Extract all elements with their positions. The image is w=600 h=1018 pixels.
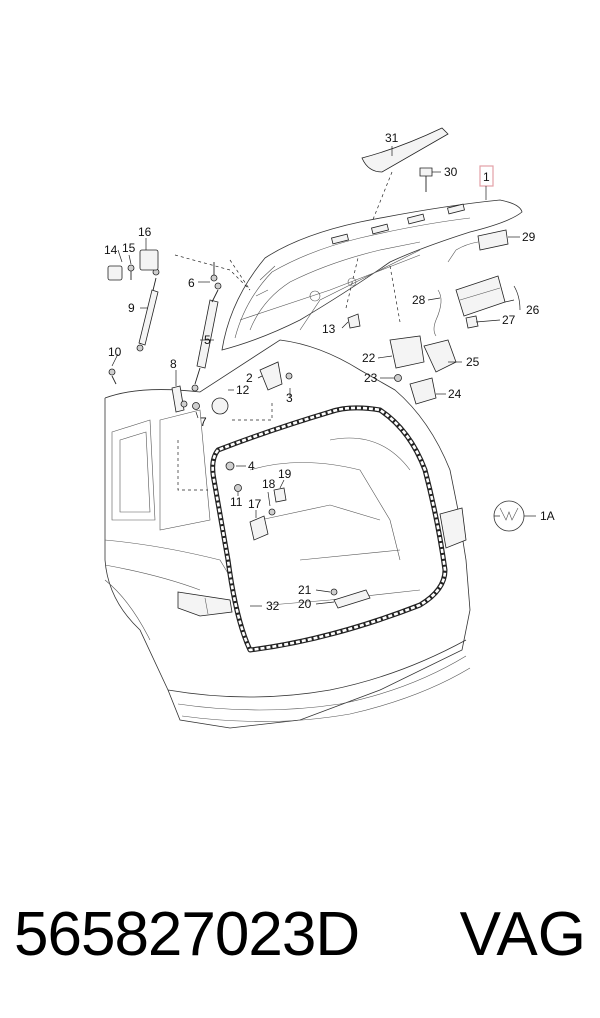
bolt-30 [419,167,433,192]
callout-24: 24 [448,387,462,401]
callout-8: 8 [170,357,177,371]
callout-6: 6 [188,276,195,290]
callout-21: 21 [298,583,312,597]
callout-11: 11 [230,495,243,509]
lock-motor-unit [433,275,506,337]
callout-30: 30 [444,165,458,179]
callout-1a: 1A [540,509,555,523]
brand-name: VAG [459,900,586,969]
callout-4: 4 [248,459,255,473]
grommet-12 [211,397,229,415]
screw-15 [127,264,135,280]
leader-lines [111,146,536,607]
callout-5: 5 [204,333,211,347]
callout-16: 16 [138,225,152,239]
bracket-17 [249,515,269,541]
hinge-2 [259,361,293,391]
callout-1-highlight [479,165,494,187]
callout-9: 9 [128,301,135,315]
callout-14: 14 [104,243,118,257]
striker-20 [330,588,371,609]
callout-19: 19 [278,467,292,481]
callout-13: 13 [322,322,336,336]
buffer-4 [225,461,235,471]
bolt-11 [234,484,242,492]
callout-31: 31 [385,131,399,145]
callout-28: 28 [412,293,426,307]
tailgate-exploded-diagram: 31 30 1 29 28 26 27 13 22 25 23 24 16 14… [104,127,555,729]
gas-strut-left [136,268,160,352]
gas-strut-5 [191,282,222,392]
hinge-8 [171,385,188,413]
tailgate-panel [221,199,523,351]
vehicle-body [104,339,471,729]
callout-29: 29 [522,230,536,244]
callout-27: 27 [502,313,516,327]
callout-labels: 31 30 1 29 28 26 27 13 22 25 23 24 16 14… [104,131,555,613]
block-14 [107,265,123,281]
callout-17: 17 [248,497,262,511]
plate-16 [139,249,159,271]
clip-13 [347,313,361,329]
callout-18: 18 [262,477,276,491]
callout-26: 26 [526,303,540,317]
callout-12: 12 [236,383,250,397]
bolt-7 [192,402,200,410]
callout-2: 2 [246,371,253,385]
callout-15: 15 [122,241,136,255]
part-number: 565827023D [14,900,360,969]
callout-7: 7 [200,415,207,429]
clip-19 [273,487,287,503]
lock-assembly [389,335,457,405]
callout-32: 32 [266,599,280,613]
callout-1: 1 [483,170,490,184]
callout-25: 25 [466,355,480,369]
footer: 565827023D VAG [0,880,600,990]
ball-stud-10 [108,368,117,385]
ball-stud-6 [210,262,218,282]
rear-camera-handle [447,229,509,263]
spoiler-trim [361,127,449,173]
callout-3: 3 [286,391,293,405]
callout-22: 22 [362,351,376,365]
screw-18 [268,508,276,516]
callout-20: 20 [298,597,312,611]
callout-10: 10 [108,345,122,359]
callout-23: 23 [364,371,378,385]
